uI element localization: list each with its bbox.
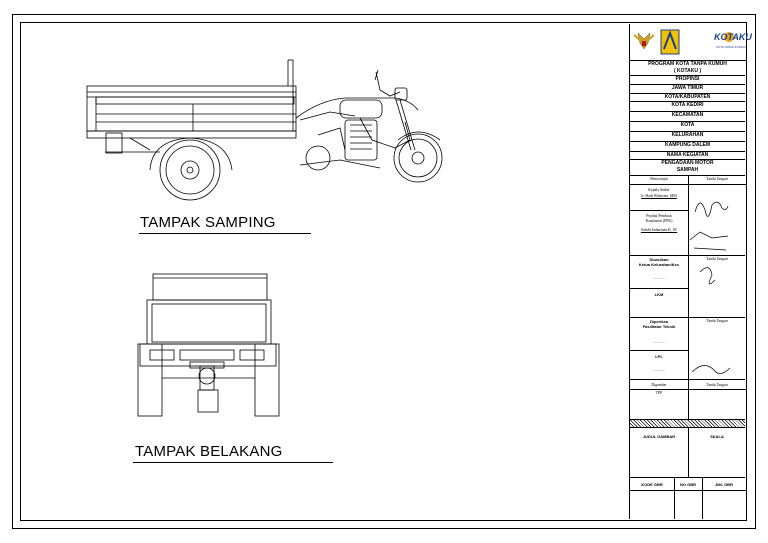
checked-header: Diperiksa bbox=[649, 319, 668, 324]
approval-block: Menyetujui Tanda Tangan Kepala Satker Ir… bbox=[630, 176, 746, 256]
kotaku-logo-subtitle: KOTA TANPA KUMUH bbox=[716, 45, 746, 49]
kecamatan-label-row: KECAMATAN bbox=[630, 112, 745, 122]
logo-area: KOTAKU KOTA TANPA KUMUH bbox=[630, 24, 752, 61]
rear-view-title: TAMPAK BELAKANG bbox=[135, 443, 283, 460]
lpl-label: LPL bbox=[655, 354, 663, 359]
side-view-title: TAMPAK SAMPING bbox=[140, 214, 276, 231]
kegiatan-value-row: PENGADAAN MOTOR SAMPAH bbox=[630, 160, 745, 176]
kepala-satker-name: Ir. Hadi Wahyono, MM bbox=[641, 194, 677, 198]
garuda-emblem-icon bbox=[633, 32, 655, 50]
judul-gambar-label: JUDUL GAMBAR bbox=[642, 434, 676, 439]
side-view-cart-wheel bbox=[149, 137, 233, 201]
ppk-name: Subdit Suharman K, ST bbox=[640, 228, 678, 232]
kegiatan-label-row: NAMA KEGIATAN bbox=[630, 152, 745, 160]
drawing-number-block: KODE GBR NO GBR JML GBR bbox=[630, 478, 746, 519]
sheet-inner-border bbox=[20, 22, 747, 521]
skala-label: SKALA bbox=[710, 434, 724, 439]
signature-marks bbox=[689, 201, 731, 374]
no-gbr-label: NO GBR bbox=[680, 482, 696, 487]
drawn-block: Digambar Tanda Tangan TPP bbox=[630, 380, 746, 420]
lpl-dots: ............ bbox=[653, 368, 665, 372]
program-row: PROGRAM KOTA TANPA KUMUH ( KOTAKU ) bbox=[630, 60, 745, 76]
approval-header: Menyetujui bbox=[650, 177, 668, 181]
sheet-outer-border bbox=[12, 14, 756, 529]
drawn-header: Digambar bbox=[651, 383, 667, 387]
kepala-satker-title: Kepala Satker bbox=[648, 188, 670, 192]
kota-label-row: KOTA/KABUPATEN bbox=[630, 94, 745, 102]
fasilitator-label: Fasilitator Teknik bbox=[642, 324, 676, 329]
approval-sign-header: Tanda Tangan bbox=[706, 177, 728, 181]
checked-block: Diperiksa Tanda Tangan Fasilitator Tekni… bbox=[630, 318, 745, 380]
lkm-label: LKM bbox=[654, 292, 664, 297]
kotaku-star-icon bbox=[724, 32, 734, 42]
pupr-logo-icon bbox=[660, 29, 680, 55]
ketua-label: Ketua Kelurahan/Kec bbox=[638, 262, 680, 267]
provinsi-label-row: PROPINSI bbox=[630, 76, 745, 85]
kota-value-row: KOTA KEDIRI bbox=[630, 102, 745, 112]
kecamatan-value-row: KOTA bbox=[630, 122, 745, 132]
kelurahan-value-row: KAMPUNG DALEM bbox=[630, 142, 745, 152]
proposal-header: Diusulkan bbox=[649, 257, 669, 262]
jml-gbr-label: JML GBR bbox=[715, 482, 733, 487]
kode-gbr-label: KODE GBR bbox=[641, 482, 663, 487]
drawing-title-block: JUDUL GAMBAR SKALA bbox=[630, 428, 745, 478]
kelurahan-label-row: KELURAHAN bbox=[630, 132, 745, 142]
ketua-dots: ............ bbox=[653, 276, 665, 280]
side-view-motorcycle bbox=[295, 69, 443, 183]
rear-view-vehicle bbox=[137, 273, 280, 417]
hatched-divider bbox=[630, 420, 745, 428]
fasilitator-dots: ............ bbox=[653, 340, 665, 344]
program-abbrev: ( KOTAKU ) bbox=[673, 68, 702, 74]
drawn-sign-header: Tanda Tangan bbox=[706, 383, 728, 387]
program-name: PROGRAM KOTA TANPA KUMUH bbox=[648, 61, 727, 67]
kotaku-logo-text: KOTAKU bbox=[714, 32, 752, 42]
ppk-title-2: Komitmen (PPK) bbox=[645, 219, 673, 223]
proposal-sign-header: Tanda Tangan bbox=[706, 257, 728, 261]
checked-sign-header: Tanda Tangan bbox=[706, 319, 728, 323]
ppk-title-1: Pejabat Pembuat bbox=[646, 214, 672, 218]
side-view-cargo-box bbox=[86, 59, 297, 154]
side-view-title-underline bbox=[139, 233, 311, 234]
proposal-block: Diusulkan Tanda Tangan Ketua Kelurahan/K… bbox=[630, 256, 745, 318]
title-block: KOTAKU KOTA TANPA KUMUH PROGRAM KOTA TAN… bbox=[629, 24, 752, 519]
provinsi-value-row: JAWA TIMUR bbox=[630, 85, 745, 94]
tpp-label: TPP bbox=[655, 391, 663, 395]
rear-view-title-underline bbox=[133, 462, 333, 463]
